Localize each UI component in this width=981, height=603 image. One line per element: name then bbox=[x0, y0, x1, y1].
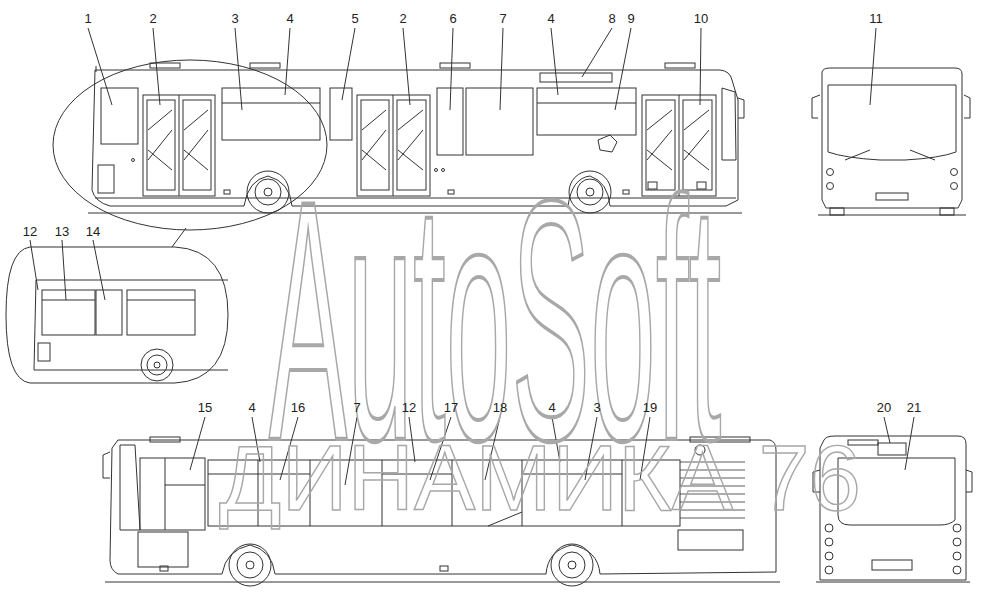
callout-number: 6 bbox=[449, 12, 456, 25]
callout-number: 19 bbox=[643, 401, 657, 414]
callout-number: 11 bbox=[869, 12, 883, 25]
callout-number: 2 bbox=[399, 12, 406, 25]
callout-number: 18 bbox=[493, 401, 507, 414]
callout-number: 3 bbox=[593, 401, 600, 414]
callout-number: 1 bbox=[84, 12, 91, 25]
callout-number: 21 bbox=[907, 401, 921, 414]
bus-rear-view bbox=[813, 417, 972, 582]
callout-number: 14 bbox=[86, 225, 100, 238]
callout-number: 10 bbox=[694, 12, 708, 25]
callout-number: 4 bbox=[286, 12, 293, 25]
callout-number: 12 bbox=[402, 401, 416, 414]
callout-number: 16 bbox=[291, 401, 305, 414]
callout-number: 7 bbox=[353, 401, 360, 414]
watermark: AutoSoft bbox=[269, 149, 722, 491]
callout-number: 20 bbox=[877, 401, 891, 414]
callout-number: 8 bbox=[608, 12, 615, 25]
bus-front-view bbox=[812, 68, 970, 215]
callout-number: 9 bbox=[627, 12, 634, 25]
callout-number: 12 bbox=[23, 225, 37, 238]
callout-number: 5 bbox=[351, 12, 358, 25]
watermark: ДИНАМИКА 76 bbox=[219, 432, 861, 524]
callout-number: 15 bbox=[198, 401, 212, 414]
callout-number: 2 bbox=[149, 12, 156, 25]
callout-number: 4 bbox=[548, 401, 555, 414]
bus-side-view-right bbox=[103, 417, 780, 586]
callout-number: 17 bbox=[444, 401, 458, 414]
inset-detail bbox=[6, 240, 228, 383]
bus-side-view bbox=[53, 28, 876, 247]
callout-number: 4 bbox=[547, 12, 554, 25]
callout-number: 3 bbox=[231, 12, 238, 25]
callout-number: 13 bbox=[55, 225, 69, 238]
callout-number: 7 bbox=[499, 12, 506, 25]
callout-number: 4 bbox=[248, 401, 255, 414]
